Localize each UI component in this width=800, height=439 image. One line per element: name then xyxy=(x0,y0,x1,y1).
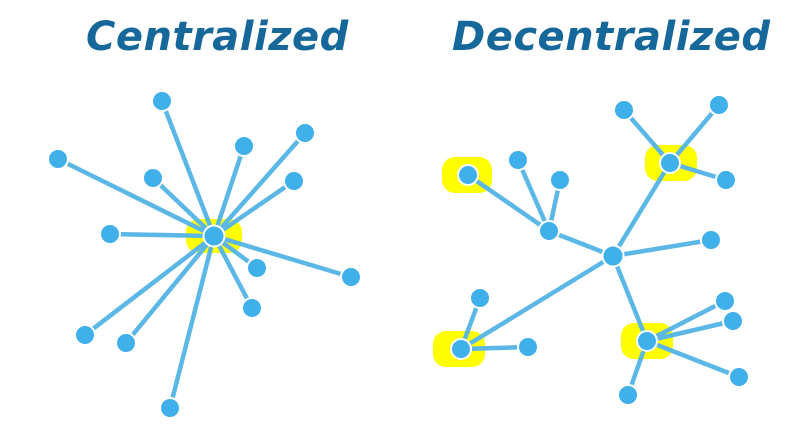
centralized-leaf-node xyxy=(74,324,96,346)
centralized-edge xyxy=(211,130,308,239)
decentralized-leaf-node xyxy=(700,229,722,251)
centralized-leaf-node xyxy=(151,90,173,112)
decentralized-leaf-node xyxy=(613,99,635,121)
decentralized-core-node xyxy=(601,244,625,268)
decentralized-edge xyxy=(458,253,616,352)
decentralized-hub-node xyxy=(636,330,658,352)
centralized-edge xyxy=(211,178,297,239)
decentralized-edge xyxy=(644,298,728,344)
decentralized-leaf-node xyxy=(617,384,639,406)
decentralized-subhub-node xyxy=(538,220,560,242)
decentralized-leaf-node xyxy=(708,94,730,116)
centralized-edge xyxy=(82,233,217,338)
decentralized-edge xyxy=(515,157,552,234)
centralized-leaf-node xyxy=(246,257,268,279)
centralized-edge xyxy=(55,156,217,239)
decentralized-edge xyxy=(465,172,552,234)
decentralized-leaf-node xyxy=(714,290,736,312)
centralized-edge xyxy=(211,233,354,280)
decentralized-leaf-node xyxy=(715,169,737,191)
centralized-edge xyxy=(211,233,255,311)
nodes-layer xyxy=(47,90,750,419)
centralized-edge xyxy=(167,233,217,411)
decentralized-edge xyxy=(610,237,714,259)
decentralized-edge xyxy=(610,160,673,259)
centralized-leaf-node xyxy=(99,223,121,245)
centralized-leaf-node xyxy=(294,122,316,144)
decentralized-leaf-node xyxy=(549,169,571,191)
centralized-edge xyxy=(159,98,217,239)
decentralized-leaf-node xyxy=(517,336,539,358)
centralized-leaf-node xyxy=(47,148,69,170)
centralized-title: Centralized xyxy=(86,14,349,60)
decentralized-edge xyxy=(621,107,673,166)
centralized-leaf-node xyxy=(340,266,362,288)
centralized-hub-node xyxy=(202,224,226,248)
centralized-leaf-node xyxy=(241,297,263,319)
decentralized-hub-node xyxy=(450,338,472,360)
decentralized-edge xyxy=(458,344,531,352)
centralized-leaf-node xyxy=(283,170,305,192)
decentralized-leaf-node xyxy=(722,310,744,332)
decentralized-edge xyxy=(644,318,736,344)
centralized-edge xyxy=(150,175,217,239)
centralized-edge xyxy=(211,143,247,239)
decentralized-leaf-node xyxy=(728,366,750,388)
centralized-leaf-node xyxy=(115,332,137,354)
decentralized-leaf-node xyxy=(507,149,529,171)
decentralized-hub-node xyxy=(659,152,681,174)
centralized-leaf-node xyxy=(233,135,255,157)
centralized-edge xyxy=(107,231,217,239)
centralized-leaf-node xyxy=(159,397,181,419)
decentralized-leaf-node xyxy=(469,287,491,309)
decentralized-edge xyxy=(667,102,722,166)
centralized-edge xyxy=(123,233,217,346)
edges-layer xyxy=(55,98,742,411)
decentralized-edge xyxy=(644,338,742,380)
decentralized-title: Decentralized xyxy=(452,14,771,60)
decentralized-edge xyxy=(610,253,650,344)
centralized-leaf-node xyxy=(142,167,164,189)
decentralized-hub-node xyxy=(457,164,479,186)
